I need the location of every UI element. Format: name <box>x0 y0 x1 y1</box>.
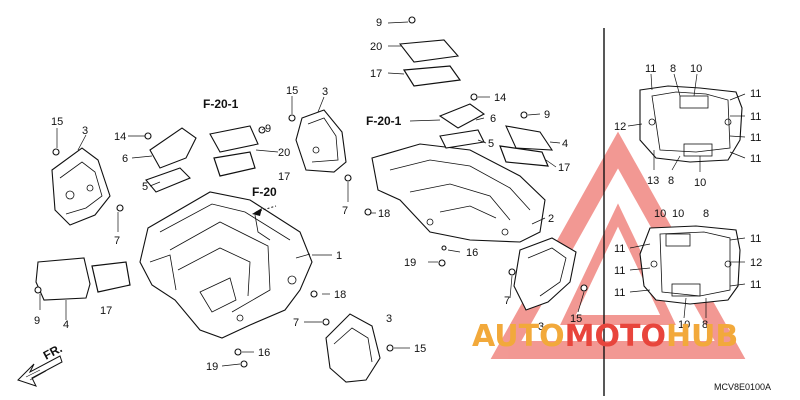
callout-1: 1 <box>336 250 342 262</box>
front-direction-arrow <box>17 355 63 387</box>
callout-6: 6 <box>122 153 128 165</box>
callout-7: 7 <box>293 317 299 329</box>
callout-5: 5 <box>142 181 148 193</box>
watermark-text: AUTOMOTOHUB <box>472 319 738 354</box>
callout-9: 9 <box>265 123 271 135</box>
inset-callout-8: 8 <box>702 319 708 331</box>
callout-15: 15 <box>570 313 582 325</box>
part-17-gasket-left <box>91 261 131 293</box>
part-1-head-cover <box>139 191 313 339</box>
callout-14: 14 <box>114 131 126 143</box>
ref-f20-left: F-20 <box>252 185 277 199</box>
inset-callout-8: 8 <box>668 175 674 187</box>
drawing-code: MCV8E0100A <box>714 382 771 392</box>
watermark-middle: MOTO <box>565 319 666 354</box>
part-5-gasket <box>145 167 191 193</box>
callout-15: 15 <box>414 343 426 355</box>
inset-callout-11: 11 <box>645 63 656 75</box>
inset-callout-13: 13 <box>647 175 659 187</box>
callout-3: 3 <box>322 86 328 98</box>
inset-callout-11: 11 <box>614 287 625 299</box>
watermark-prefix: AUTO <box>472 319 565 354</box>
callout-4: 4 <box>63 319 69 331</box>
part-4-plate-left <box>35 257 91 301</box>
callout-9: 9 <box>34 315 40 327</box>
part-5-right-gasket <box>439 129 485 149</box>
callout-5: 5 <box>488 138 494 150</box>
inset-lower-cover <box>639 225 741 305</box>
part-3-upright-cover <box>295 109 347 173</box>
inset-upper-cover <box>639 85 743 163</box>
inset-callout-10: 10 <box>690 63 702 75</box>
callout-16: 16 <box>258 347 270 359</box>
callout-7: 7 <box>342 205 348 217</box>
inset-callout-10: 10 <box>654 208 666 220</box>
inset-callout-11: 11 <box>750 111 761 123</box>
callout-17: 17 <box>278 171 290 183</box>
inset-callout-10: 10 <box>694 177 706 189</box>
callout-20: 20 <box>370 41 382 53</box>
leader-lines <box>39 21 585 367</box>
callout-16: 16 <box>466 247 478 259</box>
inset-callout-10: 10 <box>678 319 690 331</box>
inset-callout-11: 11 <box>614 265 625 277</box>
part-20-upper-plate <box>398 39 460 63</box>
part-6-right-breather <box>438 103 486 129</box>
callout-6: 6 <box>490 113 496 125</box>
ref-f20-1-left: F-20-1 <box>203 97 239 111</box>
part-3-lower-cap <box>325 313 381 383</box>
inset-callout-11: 11 <box>614 243 625 255</box>
inset-callout-11: 11 <box>750 233 761 245</box>
inset-callout-11: 11 <box>750 153 761 165</box>
callout-9: 9 <box>544 109 550 121</box>
callout-7: 7 <box>114 235 120 247</box>
bolt-set <box>34 16 588 368</box>
part-17-gasket-mid <box>213 151 256 177</box>
ref-f20-1-right: F-20-1 <box>366 114 402 128</box>
callout-19: 19 <box>404 257 416 269</box>
callout-19: 19 <box>206 361 218 373</box>
part-4-right-plate <box>505 125 554 151</box>
callout-18: 18 <box>378 208 390 220</box>
part-6-breather <box>149 127 197 169</box>
inset-callout-8: 8 <box>703 208 709 220</box>
callout-18: 18 <box>334 289 346 301</box>
callout-9: 9 <box>376 17 382 29</box>
part-3-side-cover-left <box>51 147 111 226</box>
callout-3: 3 <box>538 321 544 333</box>
callout-4: 4 <box>562 138 568 150</box>
part-20-cover-plate <box>209 125 259 153</box>
callout-3: 3 <box>82 125 88 137</box>
callout-15: 15 <box>286 85 298 97</box>
f20-arrow <box>252 205 277 216</box>
part-3-right-lower-cover <box>513 237 577 311</box>
callout-7: 7 <box>504 295 510 307</box>
part-17-upper-gasket <box>402 65 462 87</box>
inset-callout-11: 11 <box>750 279 761 291</box>
inset-callout-11: 11 <box>750 132 761 144</box>
callout-17: 17 <box>370 68 382 80</box>
inset-callout-8: 8 <box>670 63 676 75</box>
part-17-right-gasket <box>499 145 549 167</box>
inset-leaders <box>627 73 746 319</box>
inset-callout-12: 12 <box>750 257 762 269</box>
inset-callout-11: 11 <box>750 88 761 100</box>
callout-14: 14 <box>494 92 506 104</box>
inset-callout-10: 10 <box>672 208 684 220</box>
inset-callout-12: 12 <box>614 121 626 133</box>
watermark-suffix: HUB <box>666 319 738 354</box>
part-2-rear-head-cover <box>371 143 546 243</box>
callout-17: 17 <box>100 305 112 317</box>
callout-17: 17 <box>558 162 570 174</box>
callout-3: 3 <box>386 313 392 325</box>
callout-20: 20 <box>278 147 290 159</box>
callout-15: 15 <box>51 116 63 128</box>
callout-2: 2 <box>548 213 554 225</box>
